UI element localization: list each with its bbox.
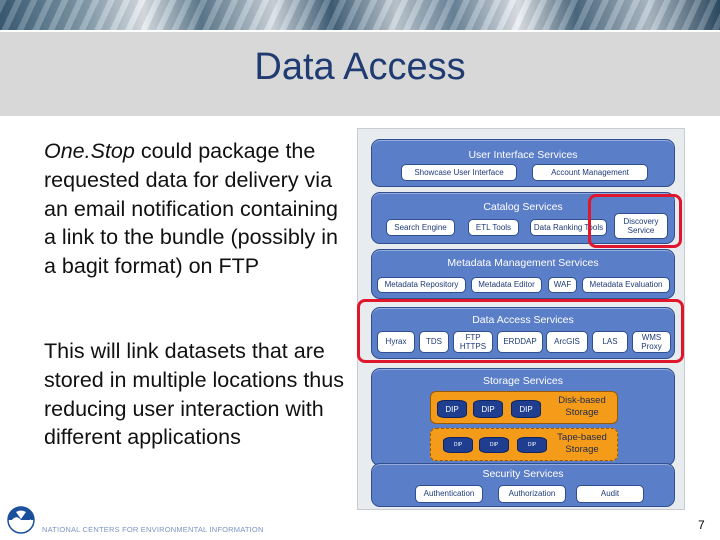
dip-tape-2: DIP: [479, 437, 509, 453]
layer-title-metadata: Metadata Management Services: [447, 257, 599, 269]
box-ftp-https: FTP HTTPS: [453, 331, 493, 353]
bullet-onestop-text: could package the requested data for del…: [44, 139, 339, 279]
box-showcase-ui: Showcase User Interface: [401, 164, 517, 181]
box-discovery-service: Discovery Service: [614, 213, 668, 239]
box-metadata-evaluation: Metadata Evaluation: [582, 277, 670, 293]
page-title: Data Access: [254, 46, 466, 88]
box-etl-tools: ETL Tools: [468, 219, 519, 236]
layer-user-interface: User Interface Services Showcase User In…: [371, 139, 675, 187]
layer-security: Security Services Authentication Authori…: [371, 463, 675, 507]
dip-disk-2: DIP: [473, 400, 503, 418]
onestop-emphasis: One.Stop: [44, 139, 135, 163]
satellite-banner: [0, 0, 720, 30]
box-metadata-editor: Metadata Editor: [471, 277, 542, 293]
box-erddap: ERDDAP: [497, 331, 543, 353]
disk-storage: DIP DIP DIP Disk-based Storage: [430, 391, 618, 424]
layer-title-storage: Storage Services: [483, 375, 563, 387]
layer-title-catalog: Catalog Services: [483, 201, 563, 213]
footer-text: NATIONAL CENTERS FOR ENVIRONMENTAL INFOR…: [42, 525, 264, 534]
box-waf: WAF: [548, 277, 577, 293]
box-tds: TDS: [419, 331, 449, 353]
box-search-engine: Search Engine: [386, 219, 455, 236]
title-band: [0, 32, 720, 116]
layer-storage: Storage Services DIP DIP DIP Disk-based …: [371, 368, 675, 466]
box-wms-proxy: WMS Proxy: [632, 331, 671, 353]
layer-data-access: Data Access Services Hyrax TDS FTP HTTPS…: [371, 307, 675, 359]
dip-disk-1: DIP: [437, 400, 467, 418]
dip-tape-3: DIP: [517, 437, 547, 453]
box-metadata-repository: Metadata Repository: [377, 277, 466, 293]
box-audit: Audit: [576, 485, 644, 503]
architecture-diagram: User Interface Services Showcase User In…: [357, 128, 685, 510]
noaa-logo-icon: [7, 506, 35, 539]
tape-storage-label: Tape-based Storage: [557, 432, 607, 455]
layer-title-security: Security Services: [482, 468, 564, 480]
highlight-discovery-service: [588, 194, 682, 248]
dip-disk-3: DIP: [511, 400, 541, 418]
layer-title-data-access: Data Access Services: [472, 314, 574, 326]
tape-storage: DIP DIP DIP Tape-based Storage: [430, 428, 618, 461]
bullet-onestop: One.Stop could package the requested dat…: [44, 137, 349, 281]
box-account-management: Account Management: [532, 164, 648, 181]
disk-storage-label: Disk-based Storage: [558, 395, 606, 418]
box-las: LAS: [592, 331, 628, 353]
layer-title-user-interface: User Interface Services: [468, 149, 578, 161]
box-hyrax: Hyrax: [377, 331, 415, 353]
bullet-link-datasets: This will link datasets that are stored …: [44, 339, 344, 450]
box-authentication: Authentication: [415, 485, 483, 503]
highlight-data-access: [357, 299, 684, 363]
box-arcgis: ArcGIS: [546, 331, 588, 353]
dip-tape-1: DIP: [443, 437, 473, 453]
page-number: 7: [698, 518, 705, 532]
box-data-ranking-tools: Data Ranking Tools: [530, 219, 607, 236]
layer-catalog: Catalog Services Search Engine ETL Tools…: [371, 192, 675, 244]
layer-metadata: Metadata Management Services Metadata Re…: [371, 249, 675, 299]
box-authorization: Authorization: [498, 485, 566, 503]
